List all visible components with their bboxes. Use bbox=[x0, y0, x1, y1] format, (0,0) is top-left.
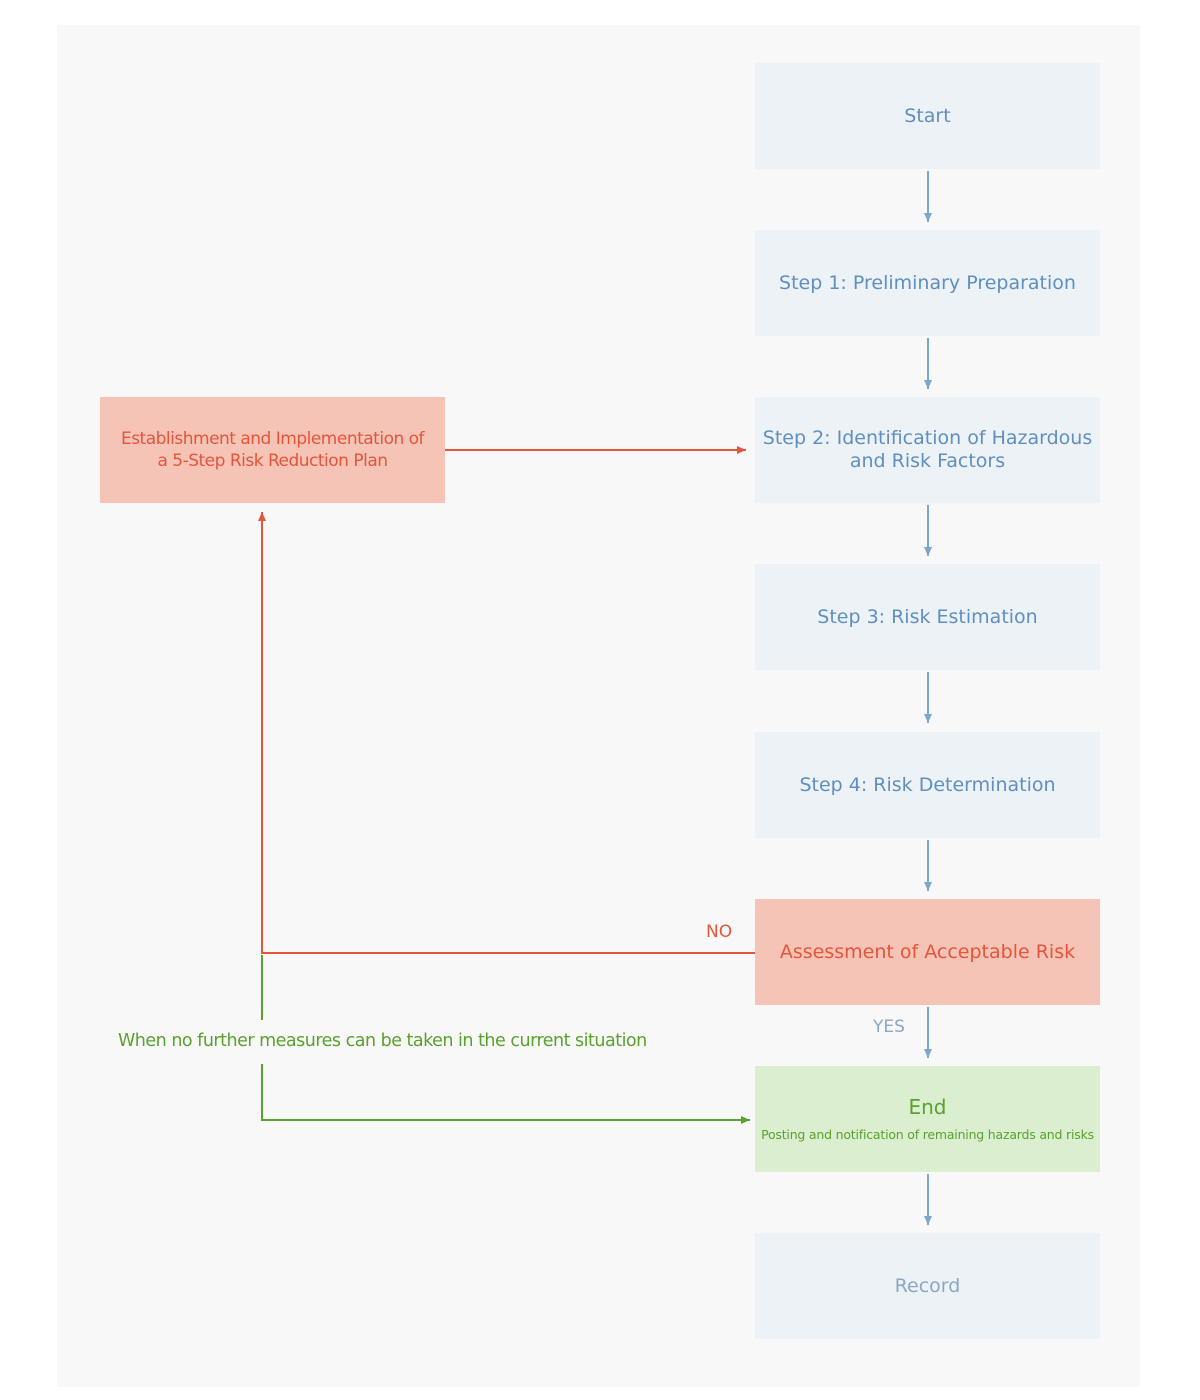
step3-label: Step 3: Risk Estimation bbox=[817, 605, 1038, 628]
plan-label-line2: a 5-Step Risk Reduction Plan bbox=[157, 451, 388, 471]
start-node: Start bbox=[755, 63, 1100, 169]
step4-node: Step 4: Risk Determination bbox=[755, 732, 1100, 838]
record-label: Record bbox=[894, 1274, 961, 1297]
end-node: End Posting and notification of remainin… bbox=[755, 1066, 1100, 1172]
step1-node: Step 1: Preliminary Preparation bbox=[755, 230, 1100, 336]
plan-label-line1: Establishment and Implementation of bbox=[120, 429, 425, 449]
assessment-label: Assessment of Acceptable Risk bbox=[779, 940, 1076, 963]
step1-label: Step 1: Preliminary Preparation bbox=[779, 271, 1076, 294]
no-path bbox=[258, 512, 755, 954]
end-title: End bbox=[908, 1095, 947, 1119]
risk-reduction-plan-node: Establishment and Implementation of a 5-… bbox=[100, 397, 445, 503]
record-node: Record bbox=[755, 1233, 1100, 1339]
no-label: NO bbox=[706, 922, 733, 942]
assessment-node: Assessment of Acceptable Risk bbox=[755, 899, 1100, 1005]
step2-node: Step 2: Identification of Hazardous and … bbox=[755, 397, 1100, 503]
start-label: Start bbox=[904, 104, 951, 127]
yes-label: YES bbox=[873, 1017, 905, 1037]
no-further-measures-label: When no further measures can be taken in… bbox=[118, 1031, 647, 1051]
end-subtitle: Posting and notification of remaining ha… bbox=[761, 1127, 1094, 1142]
step4-label: Step 4: Risk Determination bbox=[799, 773, 1056, 796]
step3-node: Step 3: Risk Estimation bbox=[755, 564, 1100, 670]
step2-label-line2: and Risk Factors bbox=[849, 450, 1006, 472]
step2-label-line1: Step 2: Identification of Hazardous bbox=[762, 427, 1093, 449]
green-path-lower bbox=[261, 1064, 750, 1124]
